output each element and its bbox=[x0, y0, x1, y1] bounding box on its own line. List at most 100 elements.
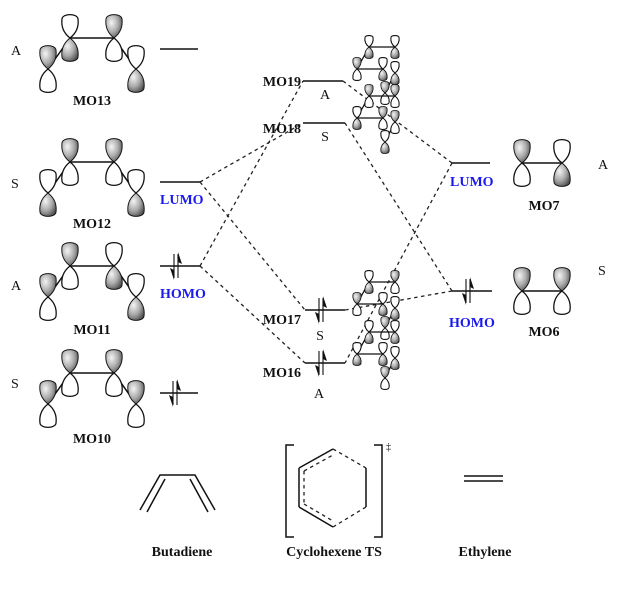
shaded-lobe bbox=[352, 292, 362, 305]
cyclohexene-ts-structure: ‡ bbox=[285, 442, 391, 538]
shaded-lobe bbox=[380, 81, 390, 94]
empty-lobe bbox=[378, 56, 388, 70]
empty-lobe bbox=[390, 319, 400, 333]
shaded-lobe bbox=[105, 138, 123, 163]
empty-lobe bbox=[61, 372, 79, 398]
empty-lobe bbox=[105, 372, 123, 398]
mo-label-mo7: MO7 bbox=[528, 199, 559, 214]
cyclohexene-ts-title: Cyclohexene TS bbox=[286, 545, 382, 560]
shaded-lobe bbox=[390, 357, 400, 370]
symmetry-label-mo7: A bbox=[598, 158, 609, 173]
shaded-lobe bbox=[390, 307, 400, 320]
empty-lobe bbox=[390, 281, 400, 295]
empty-lobe bbox=[513, 162, 531, 188]
orbital-picture-mo16 bbox=[352, 319, 400, 391]
shaded-lobe bbox=[390, 72, 400, 85]
electron-pair-mo11 bbox=[170, 252, 182, 280]
empty-lobe bbox=[127, 44, 145, 70]
shaded-lobe bbox=[61, 242, 79, 267]
shaded-lobe bbox=[513, 267, 531, 292]
shaded-lobe bbox=[513, 139, 531, 164]
spin-up-arrow bbox=[470, 277, 474, 289]
ethylene-structure bbox=[464, 475, 503, 482]
empty-lobe bbox=[39, 68, 57, 94]
spin-down-arrow bbox=[169, 395, 173, 407]
shaded-lobe bbox=[364, 281, 374, 294]
symmetry-label-mo10: S bbox=[11, 377, 19, 392]
empty-lobe bbox=[553, 138, 571, 164]
mo-label-mo12: MO12 bbox=[73, 217, 111, 232]
shaded-lobe bbox=[105, 265, 123, 290]
orbital-picture-mo7 bbox=[513, 138, 571, 188]
correlation-line bbox=[199, 122, 304, 183]
carbon-backbone bbox=[47, 37, 137, 70]
empty-lobe bbox=[61, 265, 79, 291]
shaded-lobe bbox=[352, 57, 362, 70]
shaded-lobe bbox=[61, 349, 79, 374]
empty-lobe bbox=[513, 290, 531, 316]
shaded-lobe bbox=[39, 380, 57, 405]
empty-lobe bbox=[364, 269, 374, 283]
empty-lobe bbox=[378, 341, 388, 355]
empty-lobe bbox=[390, 95, 400, 109]
shaded-lobe bbox=[378, 303, 388, 316]
empty-lobe bbox=[61, 13, 79, 39]
shaded-lobe bbox=[61, 37, 79, 62]
butadiene-homo-label: HOMO bbox=[160, 287, 206, 302]
electron-pair-mo10 bbox=[169, 379, 181, 407]
shaded-lobe bbox=[127, 68, 145, 93]
spin-down-arrow bbox=[462, 293, 466, 305]
correlation-lines bbox=[199, 80, 453, 364]
mo-label-mo13: MO13 bbox=[73, 94, 111, 109]
empty-lobe bbox=[378, 291, 388, 305]
symmetry-label-mo11: A bbox=[11, 279, 22, 294]
symmetry-label-mo19: A bbox=[320, 88, 331, 103]
ethylene-title: Ethylene bbox=[459, 545, 512, 560]
shaded-lobe bbox=[105, 14, 123, 39]
mo-label-mo11: MO11 bbox=[73, 323, 110, 338]
symmetry-label-mo13: A bbox=[11, 44, 22, 59]
spin-down-arrow bbox=[315, 365, 319, 377]
shaded-lobe bbox=[127, 380, 145, 405]
mo-label-mo10: MO10 bbox=[73, 432, 111, 447]
empty-lobe bbox=[61, 161, 79, 187]
shaded-lobe bbox=[380, 141, 390, 154]
orbital-drawings bbox=[39, 13, 571, 429]
orbital-picture-mo19 bbox=[352, 34, 400, 106]
empty-lobe bbox=[390, 34, 400, 48]
spin-up-arrow bbox=[178, 252, 182, 264]
electron-pair-mo16 bbox=[315, 349, 327, 377]
spin-up-arrow bbox=[323, 296, 327, 308]
empty-lobe bbox=[352, 68, 362, 82]
shaded-lobe bbox=[390, 84, 400, 97]
shaded-lobe bbox=[364, 84, 374, 97]
shaded-lobe bbox=[105, 349, 123, 374]
shaded-lobe bbox=[380, 366, 390, 379]
shaded-lobe bbox=[390, 331, 400, 344]
carbon-backbone bbox=[47, 265, 137, 298]
electron-pair-mo6 bbox=[462, 277, 474, 305]
symmetry-label-mo12: S bbox=[11, 177, 19, 192]
ethylene-lumo-label: LUMO bbox=[450, 175, 494, 190]
correlation-line bbox=[199, 80, 304, 267]
orbital-picture-mo10 bbox=[39, 349, 145, 429]
shaded-lobe bbox=[378, 106, 388, 119]
empty-lobe bbox=[127, 403, 145, 429]
shaded-lobe bbox=[39, 273, 57, 298]
shaded-lobe bbox=[378, 68, 388, 81]
butadiene-title: Butadiene bbox=[152, 545, 213, 560]
correlation-line bbox=[342, 80, 453, 164]
correlation-line bbox=[199, 181, 306, 311]
empty-lobe bbox=[378, 117, 388, 131]
empty-lobe bbox=[39, 296, 57, 322]
orbital-picture-mo13 bbox=[39, 13, 145, 94]
empty-lobe bbox=[553, 290, 571, 316]
orbital-picture-mo12 bbox=[39, 138, 145, 217]
shaded-lobe bbox=[390, 110, 400, 123]
correlation-line bbox=[344, 162, 453, 364]
orbital-picture-mo6 bbox=[513, 267, 571, 316]
shaded-lobe bbox=[553, 162, 571, 187]
symmetry-label-mo18: S bbox=[321, 130, 329, 145]
empty-lobe bbox=[105, 241, 123, 267]
